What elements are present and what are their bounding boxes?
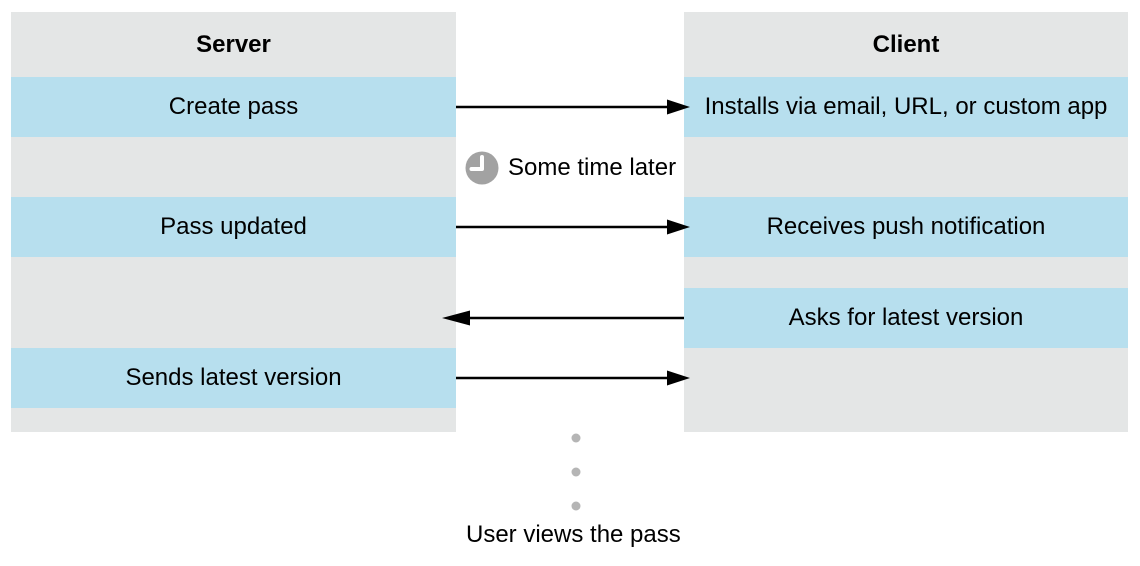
server-column-header: Server [11,12,456,77]
client-column: Client Installs via email, URL, or custo… [684,12,1128,432]
client-row-installs: Installs via email, URL, or custom app [684,77,1128,137]
server-row-create-pass: Create pass [11,77,456,137]
server-row-gap [11,408,456,432]
clock-icon [465,151,499,185]
client-row-gap [684,348,1128,432]
arrow-right-icon [456,99,690,115]
client-row-label: Installs via email, URL, or custom app [704,93,1108,120]
vertical-ellipsis-icon [571,433,581,511]
user-views-pass-label: User views the pass [466,521,681,548]
server-row-label: Pass updated [160,213,307,240]
client-row-gap [684,137,1128,197]
some-time-later-label: Some time later [508,154,677,181]
server-title: Server [196,30,271,58]
client-row-receives-push: Receives push notification [684,197,1128,257]
server-row-label: Sends latest version [125,364,342,391]
client-row-label: Receives push notification [766,213,1046,240]
arrow-left-icon [442,310,684,326]
server-row-gap [11,257,456,348]
arrow-right-icon [456,219,690,235]
client-title: Client [872,30,940,58]
client-row-label: Asks for latest version [788,304,1024,331]
client-column-header: Client [684,12,1128,77]
server-column: Server Create pass Pass updated Sends la… [11,12,456,432]
server-row-gap [11,137,456,197]
client-row-asks-latest: Asks for latest version [684,288,1128,348]
server-row-sends-latest-version: Sends latest version [11,348,456,408]
arrow-right-icon [456,370,690,386]
server-row-pass-updated: Pass updated [11,197,456,257]
client-row-gap [684,257,1128,288]
server-row-label: Create pass [168,93,299,120]
